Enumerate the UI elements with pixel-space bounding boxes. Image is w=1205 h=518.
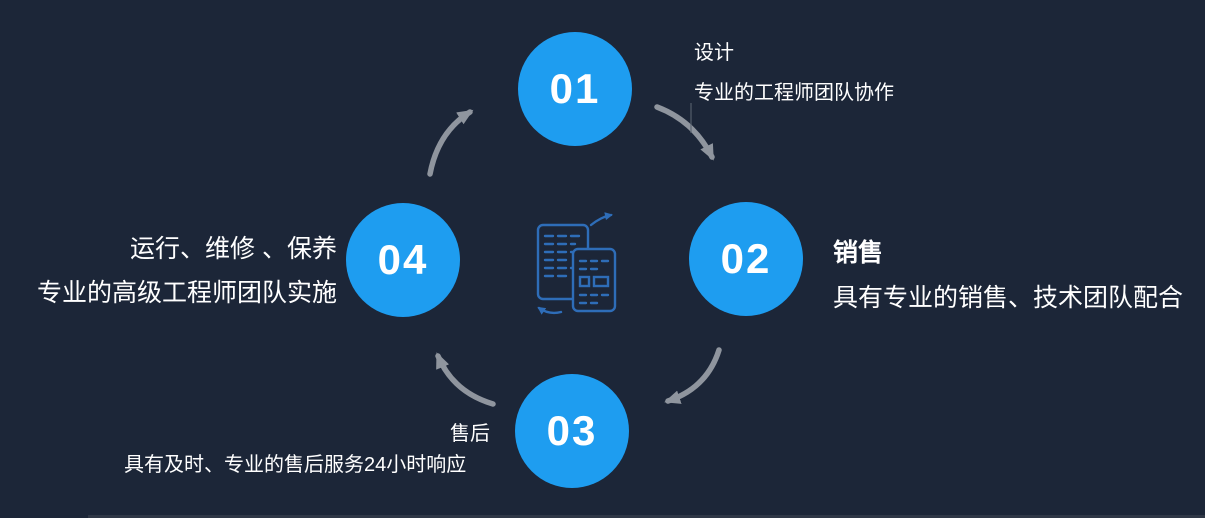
step-3-desc: 具有及时、专业的售后服务24小时响应: [124, 454, 467, 476]
step-4-label: 运行、维修 、保养 专业的高级工程师团队实施: [37, 229, 337, 309]
step-2-label: 销售 具有专业的销售、技术团队配合: [833, 233, 1183, 314]
step-2-desc: 具有专业的销售、技术团队配合: [833, 284, 1184, 312]
step-circle-4: 04: [346, 203, 460, 317]
arrow-step4-to-step1: [427, 109, 474, 177]
arrow-step1-to-step2: [654, 104, 715, 161]
step-circle-2: 02: [689, 202, 803, 316]
step-2-title: 销售: [833, 239, 884, 267]
step-3-number: 03: [546, 407, 598, 454]
step-circle-3: 03: [515, 374, 629, 488]
step-1-label-divider: [690, 103, 692, 133]
page-bottom-edge: [88, 515, 1205, 518]
step-circle-1: 01: [518, 32, 632, 146]
step-1-desc: 专业的工程师团队协作: [694, 82, 894, 104]
step-4-number: 04: [377, 236, 429, 283]
step-1-number: 01: [549, 65, 601, 112]
step-1-label: 设计 专业的工程师团队协作: [694, 36, 894, 105]
step-4-title: 运行、维修 、保养: [130, 235, 337, 263]
step-2-number: 02: [720, 235, 772, 282]
arrow-step3-to-step4: [435, 352, 496, 407]
step-4-desc: 专业的高级工程师团队实施: [36, 279, 337, 307]
step-3-title: 售后: [450, 423, 490, 445]
document-exchange-icon: [529, 211, 629, 323]
step-1-title: 设计: [694, 42, 734, 64]
arrow-step2-to-step3: [664, 347, 722, 404]
